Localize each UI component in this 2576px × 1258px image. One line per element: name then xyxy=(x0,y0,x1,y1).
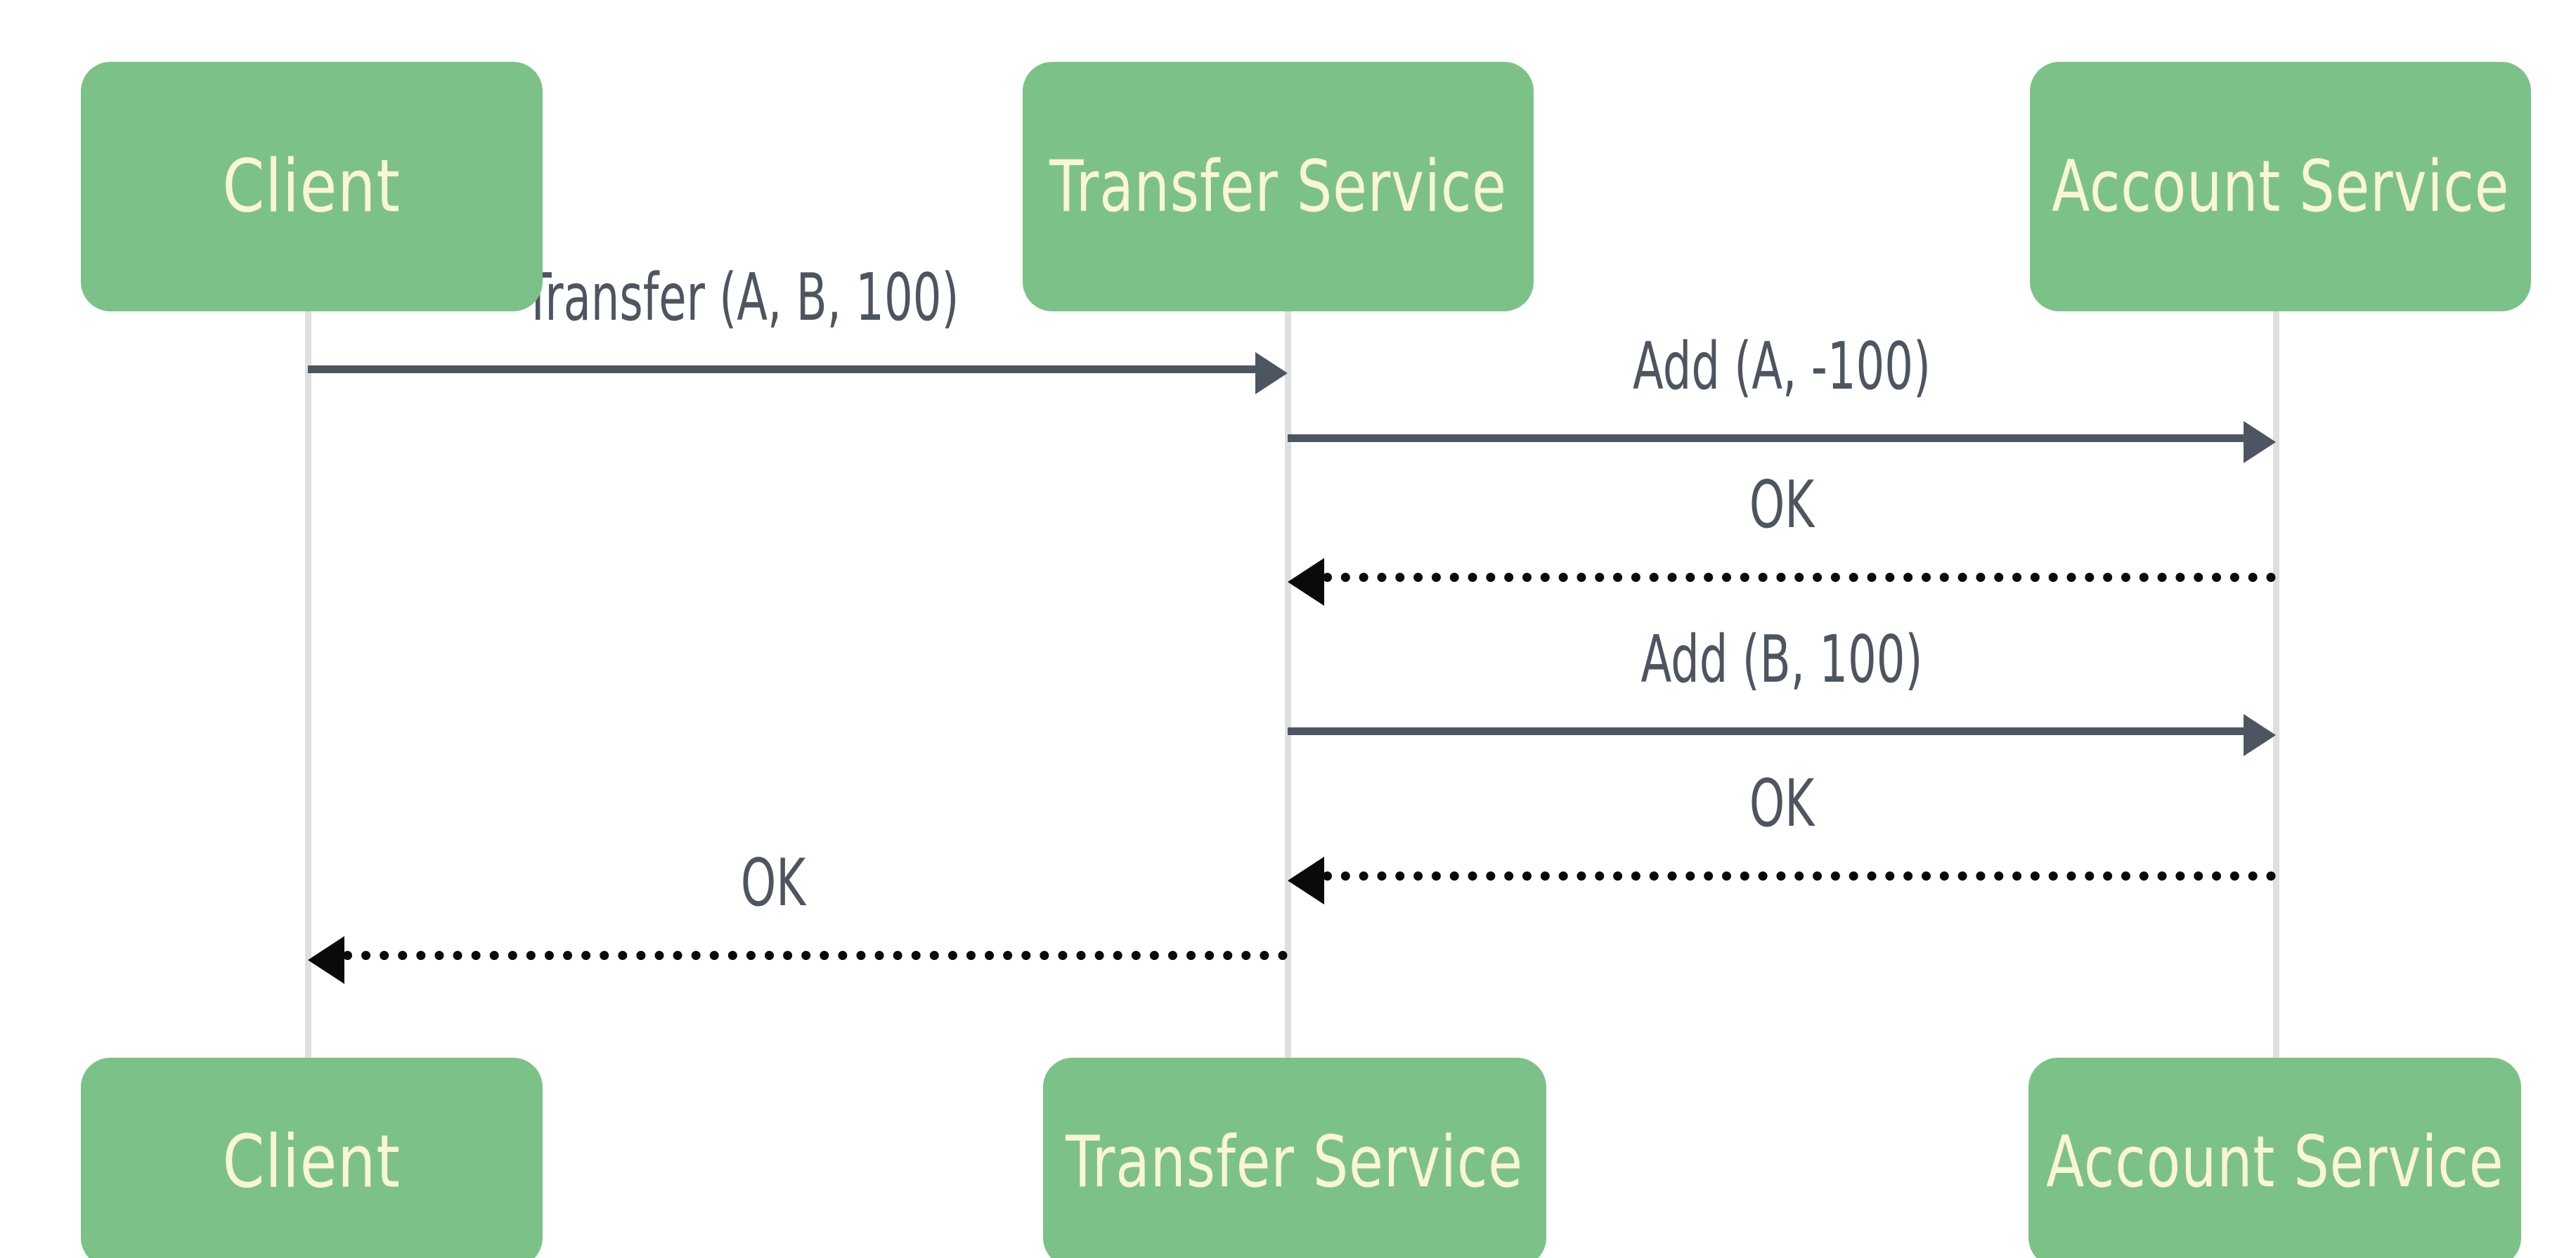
participant-label-bottom-account-service: Account Service xyxy=(2045,1120,2504,1204)
message-label-msg-ok-client: OK xyxy=(740,845,806,921)
arrow-head-left-msg-ok-a xyxy=(1288,558,1324,606)
arrow-head-left-msg-ok-client xyxy=(308,936,344,984)
message-line-msg-ok-b xyxy=(1323,871,2276,881)
message-label-msg-add-a: Add (A, -100) xyxy=(1633,328,1931,404)
message-label-msg-transfer: Transfer (A, B, 100) xyxy=(524,259,959,335)
participant-label-top-client: Client xyxy=(222,144,401,228)
message-line-msg-transfer xyxy=(308,365,1257,373)
lifeline-account-service xyxy=(2273,311,2279,1086)
participant-box-bottom-transfer-service[interactable]: Transfer Service xyxy=(1043,1058,1546,1258)
participant-box-top-transfer-service[interactable]: Transfer Service xyxy=(1023,62,1534,311)
participant-label-top-account-service: Account Service xyxy=(2051,145,2510,228)
message-line-msg-ok-client xyxy=(343,951,1288,960)
arrow-head-left-msg-ok-b xyxy=(1288,857,1324,904)
message-label-msg-ok-b: OK xyxy=(1749,765,1815,841)
participant-box-top-client[interactable]: Client xyxy=(81,62,543,311)
lifeline-transfer-service xyxy=(1285,311,1291,1086)
message-line-msg-ok-a xyxy=(1323,573,2276,582)
arrow-head-right-msg-transfer xyxy=(1255,352,1288,394)
arrow-head-right-msg-add-b xyxy=(2244,714,2276,756)
participant-label-top-transfer-service: Transfer Service xyxy=(1049,145,1507,228)
participant-box-top-account-service[interactable]: Account Service xyxy=(2030,62,2531,311)
participant-box-bottom-account-service[interactable]: Account Service xyxy=(2028,1058,2521,1258)
message-line-msg-add-a xyxy=(1288,434,2245,442)
message-label-msg-ok-a: OK xyxy=(1749,467,1815,543)
message-label-msg-add-b: Add (B, 100) xyxy=(1640,621,1923,697)
participant-label-bottom-client: Client xyxy=(222,1120,401,1205)
participant-label-bottom-transfer-service: Transfer Service xyxy=(1066,1120,1524,1204)
lifeline-client xyxy=(305,311,311,1086)
participant-box-bottom-client[interactable]: Client xyxy=(81,1058,543,1258)
arrow-head-right-msg-add-a xyxy=(2244,421,2276,463)
message-line-msg-add-b xyxy=(1288,727,2245,735)
